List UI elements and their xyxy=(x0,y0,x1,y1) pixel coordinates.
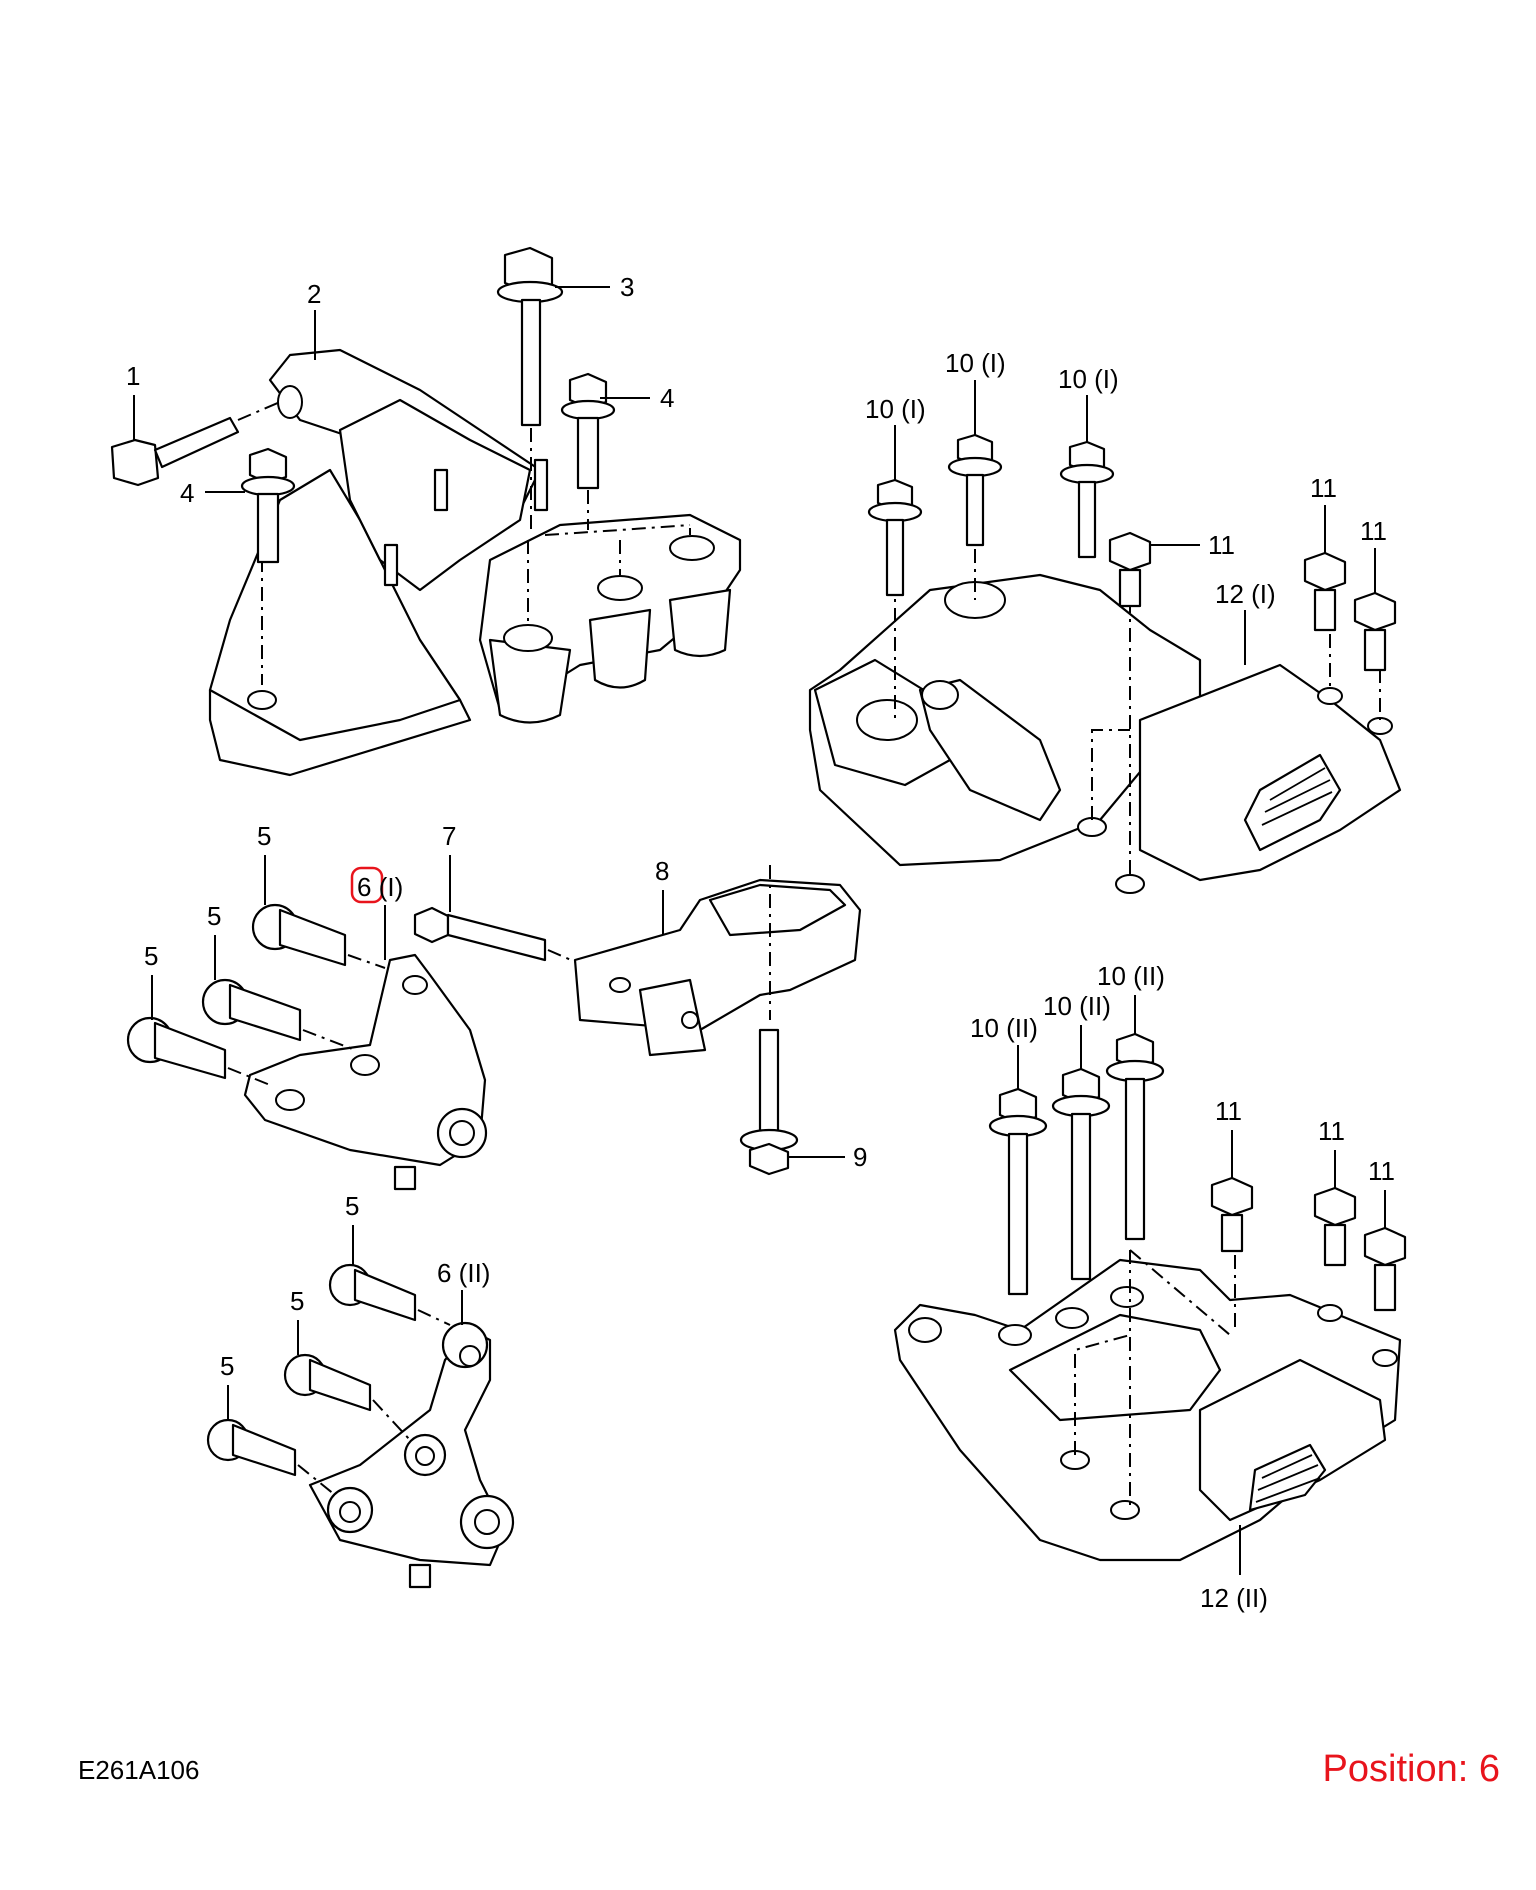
bolt-5-c xyxy=(126,1016,271,1086)
position-label: Position: 6 xyxy=(1322,1748,1500,1790)
bolt-11-ii-b xyxy=(1313,1186,1357,1267)
callout-labels: 1 2 3 4 4 10 (I) 10 (I) 10 (I) 11 11 11 … xyxy=(126,272,1395,1613)
callout-4-right: 4 xyxy=(660,383,674,413)
callout-10-i-right: 10 (I) xyxy=(1058,364,1119,394)
bolt-10-i-c xyxy=(1059,440,1115,559)
bolt-10-i-a xyxy=(867,478,923,597)
callout-11-ii-right: 11 xyxy=(1368,1156,1395,1186)
callout-11-i-right: 11 xyxy=(1360,516,1387,546)
torque-rod-8 xyxy=(573,865,862,1057)
transmission-mount-i xyxy=(808,520,1402,894)
engine-mount-bracket-assembly xyxy=(208,348,742,777)
callout-10-ii-middle: 10 (II) xyxy=(1043,991,1111,1021)
callout-6-ii: 6 (II) xyxy=(437,1258,490,1288)
transmission-mount-ii xyxy=(893,1249,1402,1562)
diagram-reference-code: E261A106 xyxy=(78,1755,200,1785)
callout-5-ii-top: 5 xyxy=(345,1191,359,1221)
bolt-4-right xyxy=(560,372,616,530)
callout-11-ii-middle: 11 xyxy=(1318,1116,1345,1146)
bolt-4-left xyxy=(240,447,296,564)
bolt-5-d xyxy=(328,1263,451,1326)
callout-11-i-middle: 11 xyxy=(1310,473,1337,503)
callout-5-ii-middle: 5 xyxy=(290,1286,304,1316)
bolt-11-i-c xyxy=(1353,591,1397,672)
bolt-9 xyxy=(739,1028,799,1176)
callout-9: 9 xyxy=(853,1142,867,1172)
callout-3: 3 xyxy=(620,272,634,302)
callout-8: 8 xyxy=(655,856,669,886)
bolt-10-ii-c xyxy=(1105,1032,1165,1241)
bolt-11-i-a xyxy=(1108,531,1152,608)
callout-7: 7 xyxy=(442,821,456,851)
bracket-6-ii xyxy=(308,1321,515,1589)
bracket-6-i xyxy=(243,953,488,1191)
callout-2: 2 xyxy=(307,279,321,309)
bolt-10-ii-a xyxy=(988,1087,1048,1296)
callout-5-top: 5 xyxy=(257,821,271,851)
callout-10-i-left: 10 (I) xyxy=(865,394,926,424)
callout-6-i: 6 (I) xyxy=(357,872,403,902)
callout-11-ii-left: 11 xyxy=(1215,1096,1242,1126)
callout-10-ii-left: 10 (II) xyxy=(970,1013,1038,1043)
bolt-10-i-b xyxy=(947,433,1003,547)
callout-4-left: 4 xyxy=(180,478,194,508)
bolt-10-ii-b xyxy=(1051,1067,1111,1281)
callout-5-left: 5 xyxy=(144,941,158,971)
bolt-11-i-b xyxy=(1303,551,1347,632)
highlight-box-6-i xyxy=(350,866,384,904)
bolt-5-a xyxy=(251,903,386,969)
callout-1: 1 xyxy=(126,361,140,391)
callout-12-ii: 12 (II) xyxy=(1200,1583,1268,1613)
bolt-5-e xyxy=(283,1353,411,1441)
bolt-11-ii-c xyxy=(1363,1226,1407,1312)
callout-5-middle: 5 xyxy=(207,901,221,931)
leader-lines xyxy=(133,286,1386,1575)
callout-5-ii-left: 5 xyxy=(220,1351,234,1381)
bolt-3 xyxy=(496,246,564,530)
callout-11-i-left: 11 xyxy=(1208,530,1235,560)
bolt-5-b xyxy=(201,978,356,1051)
callout-10-ii-right: 10 (II) xyxy=(1097,961,1165,991)
bolt-11-ii-a xyxy=(1210,1176,1254,1253)
callout-10-i-middle: 10 (I) xyxy=(945,348,1006,378)
callout-12-i: 12 (I) xyxy=(1215,579,1276,609)
